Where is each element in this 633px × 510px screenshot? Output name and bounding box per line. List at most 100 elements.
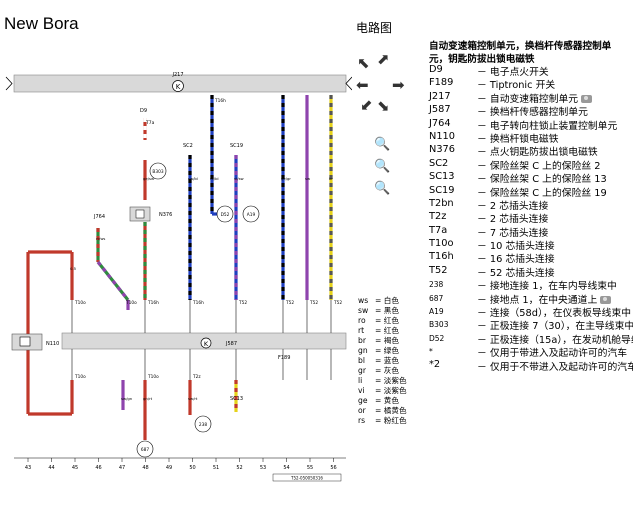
wire-label: vi/sw [234,176,244,181]
arrow-left-icon[interactable]: ⬅ [356,76,369,94]
legend-desc: － 换档杆传感器控制单元 [477,104,588,118]
legend-desc: － 52 芯插头连接 [477,265,555,279]
connector-label: T52 [333,300,342,306]
legend-item: SC19 － 保险丝架 C 上的保险丝 19 [429,184,633,199]
legend-dash: － [477,133,490,145]
color-name: 白色 [383,296,399,305]
connector-label: T10o [74,374,86,380]
arrow-right-icon[interactable]: ➡ [392,76,405,94]
legend-code: * [429,347,433,357]
legend-desc: － 2 芯插头连接 [477,198,548,212]
legend-item: N376－ 点火钥匙防拔出锁电磁铁 [429,144,633,159]
legend-dash: － [477,308,490,320]
legend-desc: － Tiptronic 开关 [477,77,555,91]
d52-circle [216,205,234,223]
mid-bus-sub: F189 [278,355,290,361]
ground-238-circle [194,415,212,433]
color-equals: = [375,296,384,305]
legend-desc-text: 52 芯插头连接 [489,267,555,279]
legend-item: 687－ 接地点 1，在中央通道上 [429,292,633,306]
column-number: 44 [48,465,54,471]
arrow-down-left-icon[interactable]: ⬋ [360,96,373,114]
color-abbr: vi [358,386,365,395]
camera-icon[interactable] [581,94,593,103]
legend-code: T52 [429,264,448,276]
bus-arrow-right [345,76,352,91]
legend-code: T2bn [429,197,454,209]
wire-group [26,95,333,440]
legend-desc-text: 自动变速箱控制单元 [489,93,579,105]
legend-dash: － [477,187,490,199]
arrow-down-right-icon[interactable]: ⬊ [377,97,390,115]
camera-icon[interactable] [600,295,612,304]
legend-code: T7a [429,224,448,236]
color-equals: = [375,306,384,315]
color-key-item: gn= 绿色 [358,346,407,356]
b303-label: B303 [152,169,163,175]
ground-687-circle [136,440,154,458]
legend-dash: － [477,160,490,172]
legend-dash: － [477,348,490,360]
legend-desc: － 正极连接 7（30），在主导线束中 [477,318,633,332]
zoom-in-icon[interactable]: 🔍 [374,137,391,152]
t7a-label: T7a [145,120,155,126]
legend-item: T2z－ 2 芯插头连接 [429,211,633,226]
legend-desc-text: 正极连接（15a），在发动机舱导线 [489,334,633,346]
connector-label: T10o [147,374,159,380]
wire-label: br [329,176,333,181]
legend-desc: － 电子点火开关 [477,64,549,78]
color-name: 红色 [383,326,399,335]
arrow-up-left-icon[interactable]: ⬉ [357,54,370,72]
wire-label: gn/rt [143,396,153,401]
column-number: 45 [72,465,78,471]
legend-desc-text: 仅用于带进入及起动许可的汽车 [489,348,628,360]
color-abbr: bl [358,356,365,365]
legend-item: T16h－ 16 芯插头连接 [429,251,633,266]
column-number: 43 [25,465,31,471]
legend-dash: － [477,227,490,239]
column-number: 47 [119,465,125,471]
legend-dash: － [477,67,490,78]
color-key-item: vi= 淡紫色 [358,386,407,396]
page-title: New Bora [4,14,79,33]
legend-desc: － 保险丝架 C 上的保险丝 19 [477,185,607,199]
color-abbr: li [358,376,363,385]
legend-item: D9－ 电子点火开关 [429,64,633,78]
legend-desc-text: 10 芯插头连接 [489,241,555,253]
connector-label: T16h [214,98,226,104]
color-name: 蓝色 [383,356,399,365]
legend-desc-text: 换档杆锁电磁铁 [489,133,559,145]
color-equals: = [375,336,384,345]
legend-desc-text: 点火钥匙防拔出锁电磁铁 [489,147,598,159]
color-equals: = [375,366,384,375]
color-equals: = [375,346,384,355]
color-abbr: rs [358,416,366,425]
legend-code: SC13 [429,171,455,183]
legend-dash: － [477,254,490,266]
top-bus-label: J217 [171,72,183,78]
legend-desc-text: 接地点 1，在中央通道上 [489,294,598,306]
zoom-fit-icon[interactable]: 🔍 [374,181,391,196]
color-name: 红色 [383,316,399,325]
legend-code: T10o [429,238,454,250]
legend-code: SC19 [429,184,455,196]
legend-item: T10o－ 10 芯插头连接 [429,238,633,253]
color-equals: = [375,416,384,425]
wire-label: sw/rt [188,396,198,401]
zoom-out-icon[interactable]: 🔍 [374,159,391,174]
wire-stripe [96,261,130,301]
arrow-up-right-icon[interactable]: ⬈ [377,50,390,68]
wire-label: sw/gn [121,396,133,401]
legend-code: J764 [429,117,451,129]
legend-code: A19 [429,307,444,317]
color-key-item: rt= 红色 [358,326,407,336]
column-number: 53 [260,465,266,471]
color-equals: = [375,396,384,405]
connector-label: T10o [125,300,137,306]
legend-dash: － [477,214,490,226]
color-key-item: ws= 白色 [358,296,407,306]
color-key-item: gr= 灰色 [358,366,407,376]
